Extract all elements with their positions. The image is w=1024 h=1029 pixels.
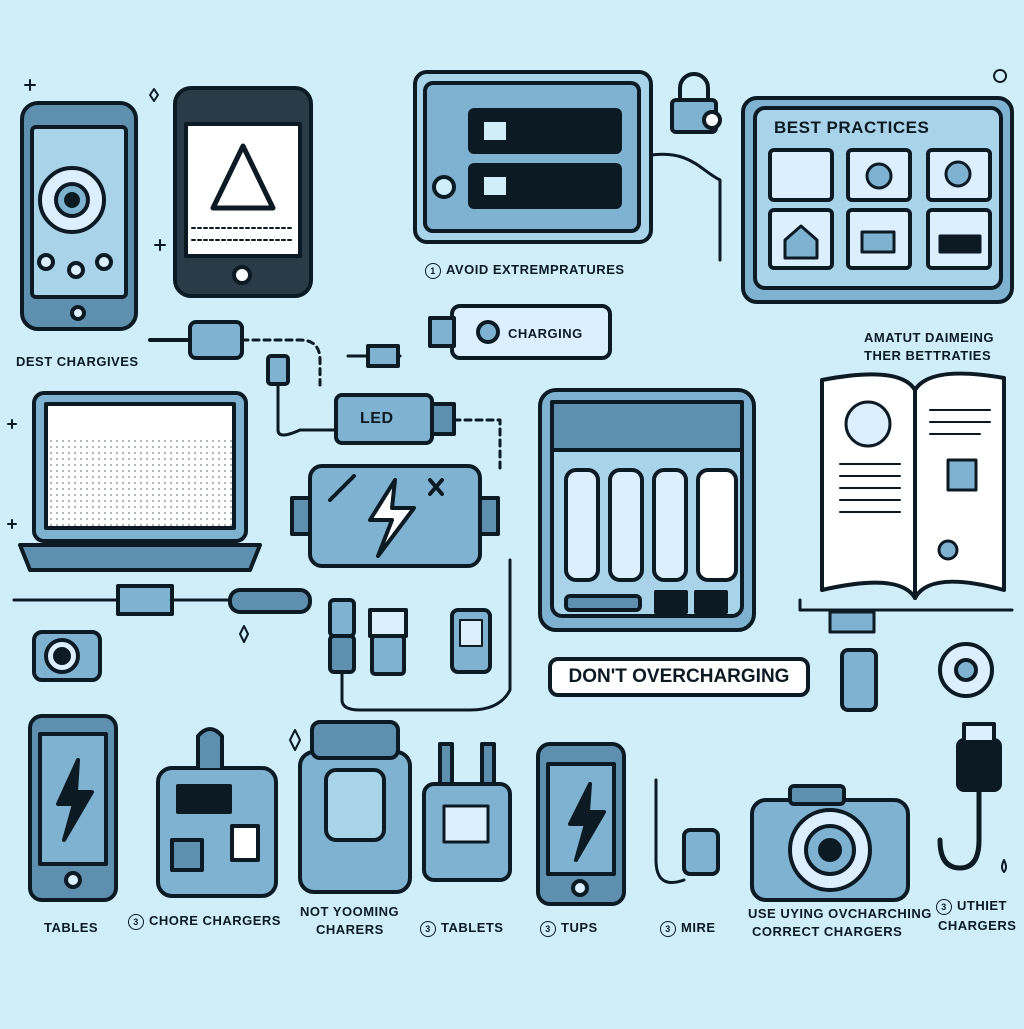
manual-book-icon — [798, 371, 1014, 634]
use-label-line1: USE UYING OVCHARCHING — [748, 906, 932, 921]
not-yooming-line1: NOT YOOMING — [300, 904, 400, 919]
best-practices-title: BEST PRACTICES — [774, 118, 930, 137]
tables-label: TABLES — [44, 920, 99, 935]
usb-plug-icon — [328, 558, 512, 712]
usb-cable-icon — [148, 320, 342, 437]
lock-icon — [670, 72, 722, 134]
not-yooming-line2: CHARERS — [316, 922, 384, 937]
manual-label-line1: AMATUT DAIMEING — [864, 330, 995, 345]
led-connector-icon — [334, 393, 502, 472]
camera-icon — [750, 784, 910, 902]
dont-overcharging-banner: DON'T OVERCHARGING — [548, 657, 810, 697]
cable-plug-icon — [654, 778, 720, 884]
avoid-extreme-text: AVOID EXTREMPRATURES — [446, 262, 625, 277]
phone-bolt-icon — [536, 742, 626, 906]
charging-stick-icon — [346, 304, 612, 368]
best-chargers-label: DEST CHARGIVES — [16, 354, 139, 369]
travel-charger-icon — [298, 720, 412, 894]
uthiet-text: UTHIET — [957, 898, 1007, 913]
battery-pack-icon — [413, 70, 722, 262]
battery-bolt-icon — [290, 464, 500, 568]
tablet-bolt-icon — [28, 714, 118, 902]
chore-chargers-text: CHORE CHARGERS — [149, 913, 281, 928]
sparkles-icon — [7, 69, 1008, 873]
tips-text: TUPS — [561, 920, 598, 935]
charger-brick-icon — [156, 727, 278, 898]
long-cable-icon — [12, 584, 312, 616]
wall-plug-icon — [422, 742, 512, 882]
led-label: LED — [360, 410, 394, 427]
charging-label: CHARGING — [508, 326, 583, 341]
best-practices-board-icon — [741, 96, 1014, 304]
phone-warning-icon — [173, 86, 313, 298]
smartphone-icon — [20, 101, 138, 331]
usb-cable-end-icon — [937, 722, 1002, 871]
tablets-text: TABLETS — [441, 920, 504, 935]
uthiet-label-line2: CHARGERS — [938, 918, 1017, 933]
battery-charger-icon — [538, 388, 756, 632]
small-camera-icon — [32, 630, 102, 682]
manual-label-line2: THER BETTRATIES — [864, 348, 992, 363]
laptop-icon — [18, 391, 262, 572]
mire-text: MIRE — [681, 920, 716, 935]
right-plug-icon — [840, 642, 994, 712]
use-label-line2: CORRECT CHARGERS — [752, 924, 903, 939]
